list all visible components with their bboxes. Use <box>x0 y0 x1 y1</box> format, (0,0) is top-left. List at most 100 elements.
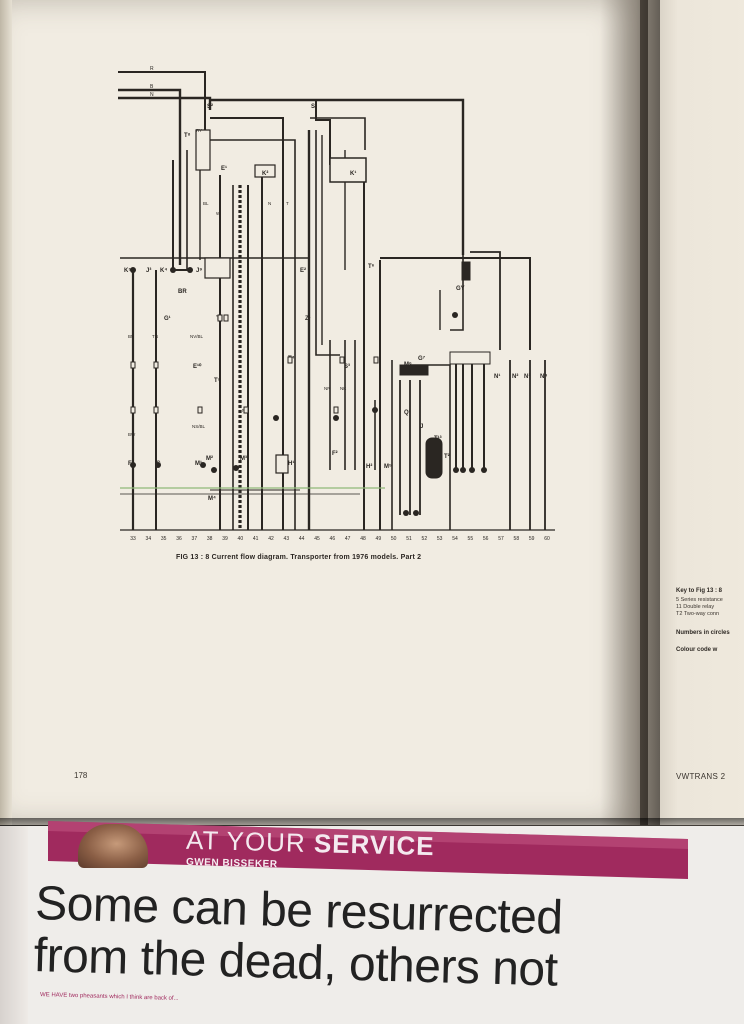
component-label: S¹ <box>311 103 317 110</box>
component-label: F <box>128 461 132 467</box>
circuit-number: 36 <box>176 536 182 542</box>
key-line: T2 Two-way conn <box>676 611 720 617</box>
circuit-number: 55 <box>468 536 474 542</box>
wire-b <box>118 88 182 265</box>
terminal-dot <box>469 467 475 473</box>
left-book-page <box>10 0 640 825</box>
numbers-note: Numbers in circles <box>676 630 730 636</box>
wire-colour-label: TN <box>152 334 158 339</box>
wire-r <box>118 71 206 138</box>
terminal-dot <box>460 467 466 473</box>
circuit-number: 60 <box>544 536 550 542</box>
switch-j3 <box>204 257 231 279</box>
component-label: M³ <box>240 455 247 462</box>
circuit-number: 49 <box>376 536 382 542</box>
component-label: P <box>464 268 468 274</box>
wire-colour-label: N <box>268 201 271 206</box>
connector-symbol <box>339 356 345 364</box>
component-label: N⁴ <box>540 374 547 380</box>
wire-colour-label: NS/BL <box>192 424 206 429</box>
figure-caption: FIG 13 : 8 Current flow diagram. Transpo… <box>176 554 422 561</box>
component-label: T⁸ <box>184 133 191 139</box>
component-label: E² <box>300 267 306 274</box>
newspaper-edge <box>0 826 28 1024</box>
component-label: T⁶ <box>368 264 375 270</box>
component-label: BR <box>178 289 187 295</box>
columnist-photo <box>78 824 148 868</box>
circuit-number: 34 <box>146 536 152 542</box>
component-label: K⁵ <box>124 268 131 274</box>
circuit-number: 45 <box>314 536 320 542</box>
connector-symbol <box>153 406 159 414</box>
circuit-number: 46 <box>330 536 336 542</box>
terminal-dot <box>413 510 419 516</box>
relay-k2 <box>254 164 276 178</box>
wire-colour-label: BW <box>128 432 136 437</box>
circuit-number: 59 <box>529 536 535 542</box>
component-label: N³ <box>524 373 530 380</box>
circuit-number: 53 <box>437 536 443 542</box>
component-label: K⁴ <box>160 268 167 274</box>
circuit-number: 37 <box>192 536 198 542</box>
terminal-dot <box>130 462 136 468</box>
wire-n <box>118 96 465 255</box>
circuit-number: 50 <box>391 536 397 542</box>
circuit-number: 51 <box>406 536 412 542</box>
component-label: N¹ <box>494 373 500 380</box>
component-label: G¹ <box>164 315 171 322</box>
component-label: T¹³ <box>434 435 442 442</box>
wire-colour-label: T <box>286 201 289 206</box>
terminal-dot <box>481 467 487 473</box>
terminal-dot <box>333 415 339 421</box>
connector-symbol <box>197 406 203 414</box>
component-label: M⁶ <box>404 362 412 368</box>
byline: GWEN BISSEKER <box>185 856 278 871</box>
wire-colour-label: BN <box>128 334 134 339</box>
circuit-number: 47 <box>345 536 351 542</box>
connector-symbol <box>153 361 159 369</box>
wire-s1 <box>315 100 331 165</box>
connector-symbol <box>217 314 223 322</box>
component-label: F² <box>332 450 338 457</box>
component-label: K¹ <box>350 170 356 177</box>
wire-colour-label: NK <box>340 386 346 391</box>
circuit-number: 52 <box>422 536 428 542</box>
component-label: J⁹ <box>196 268 202 274</box>
terminal-dot <box>273 415 279 421</box>
component-label: M² <box>206 455 213 462</box>
component-label: Q¹ <box>404 409 411 416</box>
connector-block <box>449 351 491 365</box>
terminal-dot <box>211 467 217 473</box>
circuit-number: 48 <box>360 536 366 542</box>
key-line: 5 Series resistance <box>676 597 723 603</box>
component-label: T⁷ <box>214 378 221 384</box>
circuit-number: 33 <box>130 536 136 542</box>
wire-colour-label: BL <box>203 201 209 206</box>
terminal-dot <box>130 267 136 273</box>
circuit-number: 39 <box>222 536 228 542</box>
running-head: VWTRANS 2 <box>676 772 726 781</box>
wire-colour-label: RY <box>196 128 202 133</box>
component-label: G⁷ <box>418 356 426 362</box>
circuit-number: 57 <box>498 536 504 542</box>
terminal-dot <box>233 465 239 471</box>
wire-colour-label: W <box>216 211 221 216</box>
connector-symbol <box>373 356 379 364</box>
circuit-number: 54 <box>452 536 458 542</box>
terminal-dot <box>155 462 161 468</box>
component-label: M⁴ <box>208 496 216 502</box>
circuit-number: 44 <box>299 536 305 542</box>
connector-symbol <box>333 406 339 414</box>
key-title: Key to Fig 13 : 8 <box>676 588 723 594</box>
component-label: N² <box>512 373 518 380</box>
column-title: AT YOUR SERVICE <box>186 825 435 862</box>
fuse-block <box>195 129 211 171</box>
component-label: E¹ <box>221 165 227 172</box>
key-line: 11 Double relay <box>676 604 715 610</box>
component-label: S² <box>207 103 213 110</box>
component-label: S³ <box>344 363 350 370</box>
terminal-dot <box>372 407 378 413</box>
component-label: J³ <box>146 267 151 274</box>
connector-symbol <box>130 361 136 369</box>
